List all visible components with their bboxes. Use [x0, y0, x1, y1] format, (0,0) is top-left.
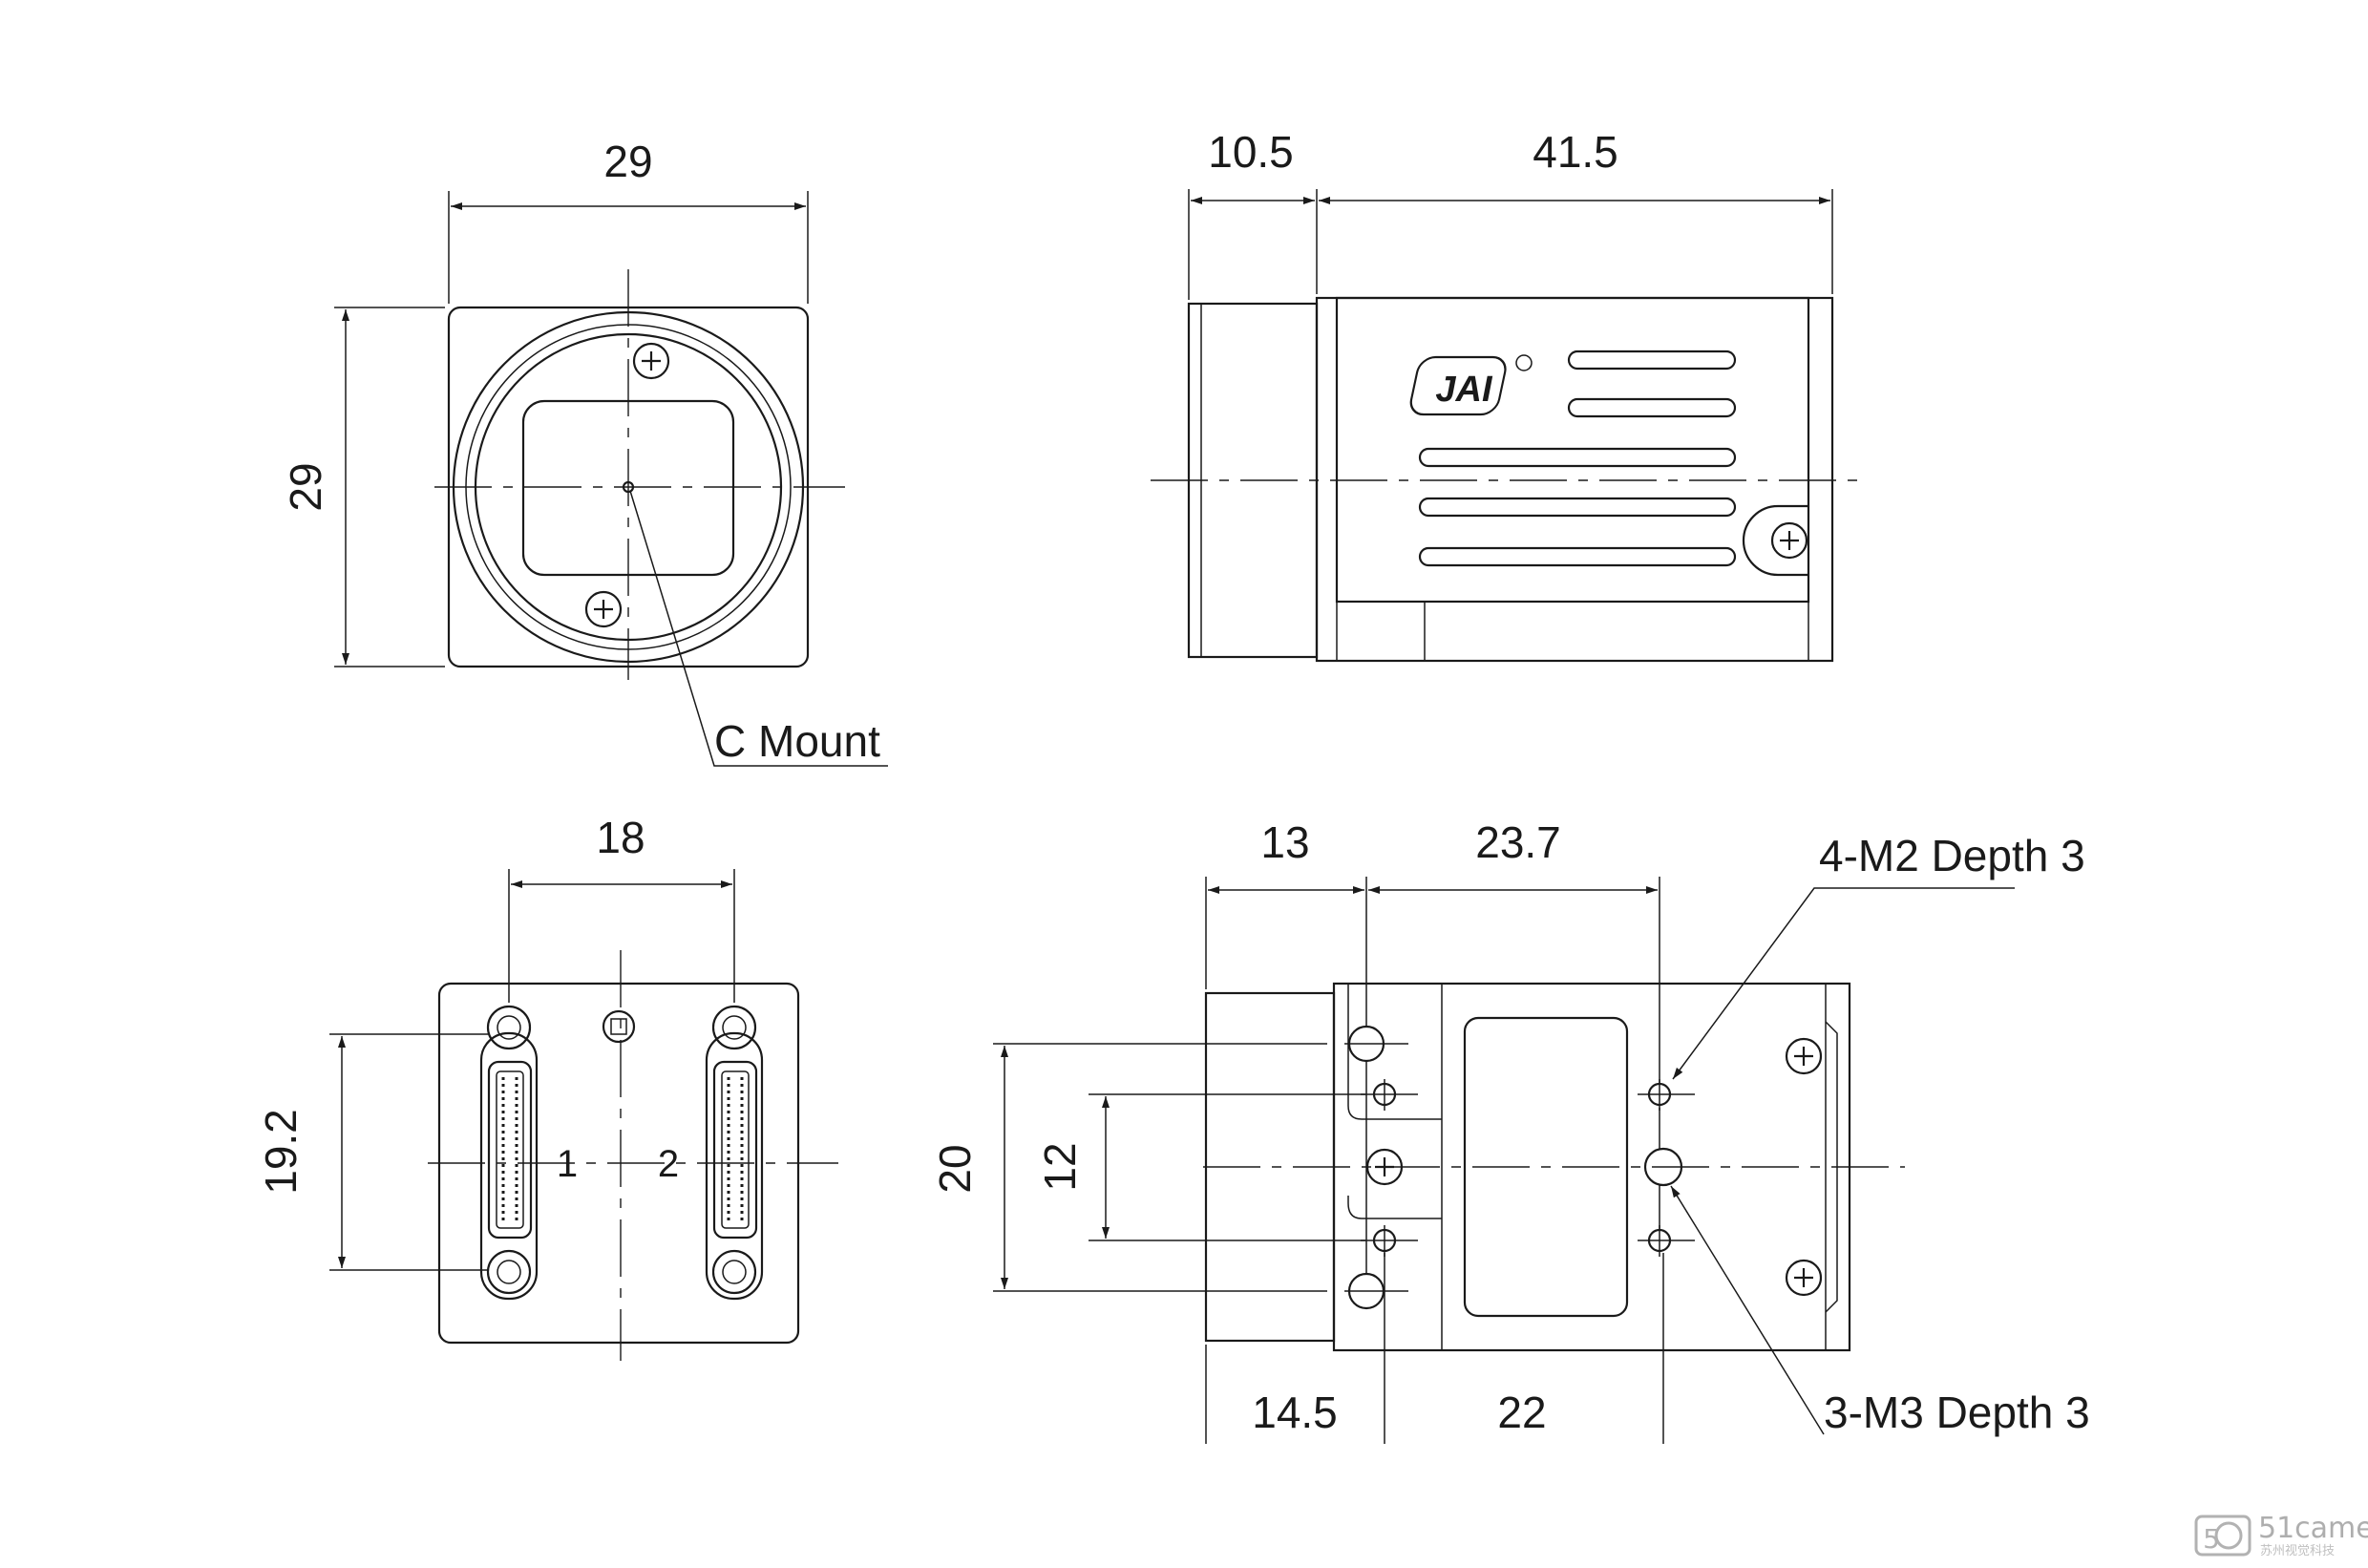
front-height-dim: 29 [281, 462, 330, 511]
bottom-view: 13 23.7 14.5 22 20 12 4-M2 Depth 3 3-M3 … [930, 817, 2090, 1444]
m3-callout-leader [1670, 1185, 1825, 1435]
m2-callout-leader [1672, 887, 2015, 1080]
watermark-brand: 51camera [2258, 1512, 2368, 1545]
front-screw-bottom-icon [584, 590, 623, 628]
jai-logo: JAI [1409, 354, 1533, 416]
front-width-dim: 29 [603, 137, 652, 186]
connector-1 [479, 1005, 539, 1301]
c-mount-label: C Mount [714, 716, 880, 766]
bottom-screw-top-icon [1785, 1037, 1823, 1075]
dim-14-5: 14.5 [1252, 1388, 1338, 1437]
dim-23-7: 23.7 [1475, 817, 1561, 867]
vent-slots [1418, 350, 1737, 567]
bottom-screw-bottom-icon [1785, 1259, 1823, 1297]
bottom-center-screw-icon [1365, 1148, 1404, 1186]
watermark: 5 51camera 苏州视觉科技 [2194, 1512, 2368, 1558]
mount-length-dim: 10.5 [1208, 127, 1294, 177]
body-length-dim: 41.5 [1533, 127, 1618, 177]
connector-spacing-dim: 18 [596, 813, 645, 862]
front-screw-top-icon [632, 342, 670, 380]
screw-spacing-dim: 19.2 [256, 1109, 306, 1195]
side-screw-icon [1742, 504, 1808, 577]
m3-callout: 3-M3 Depth 3 [1824, 1388, 2090, 1437]
front-view: 29 29 C Mount [281, 137, 888, 767]
dim-12: 12 [1035, 1142, 1085, 1191]
svg-text:5: 5 [2203, 1523, 2220, 1555]
connector-2 [705, 1005, 764, 1301]
sensor-center-dot [622, 480, 635, 494]
connector-1-label: 1 [557, 1143, 578, 1185]
rear-status-led-icon [602, 1009, 636, 1044]
m2-callout: 4-M2 Depth 3 [1819, 831, 2085, 880]
dim-22: 22 [1497, 1388, 1546, 1437]
rear-view: 1 2 18 19.2 [256, 813, 838, 1361]
watermark-tagline: 苏州视觉科技 [2260, 1543, 2335, 1558]
connector-2-label: 2 [658, 1143, 679, 1185]
dim-13: 13 [1260, 817, 1309, 867]
camera-logo-icon: 5 [2194, 1515, 2252, 1557]
c-mount-leader [629, 490, 888, 767]
bottom-label-window [1463, 1016, 1629, 1318]
side-view: JAI 10.5 41.5 [1151, 127, 1867, 663]
jai-logo-text: JAI [1435, 370, 1493, 410]
tripod-plate-notch [1347, 984, 1442, 1219]
dim-20: 20 [930, 1144, 980, 1193]
